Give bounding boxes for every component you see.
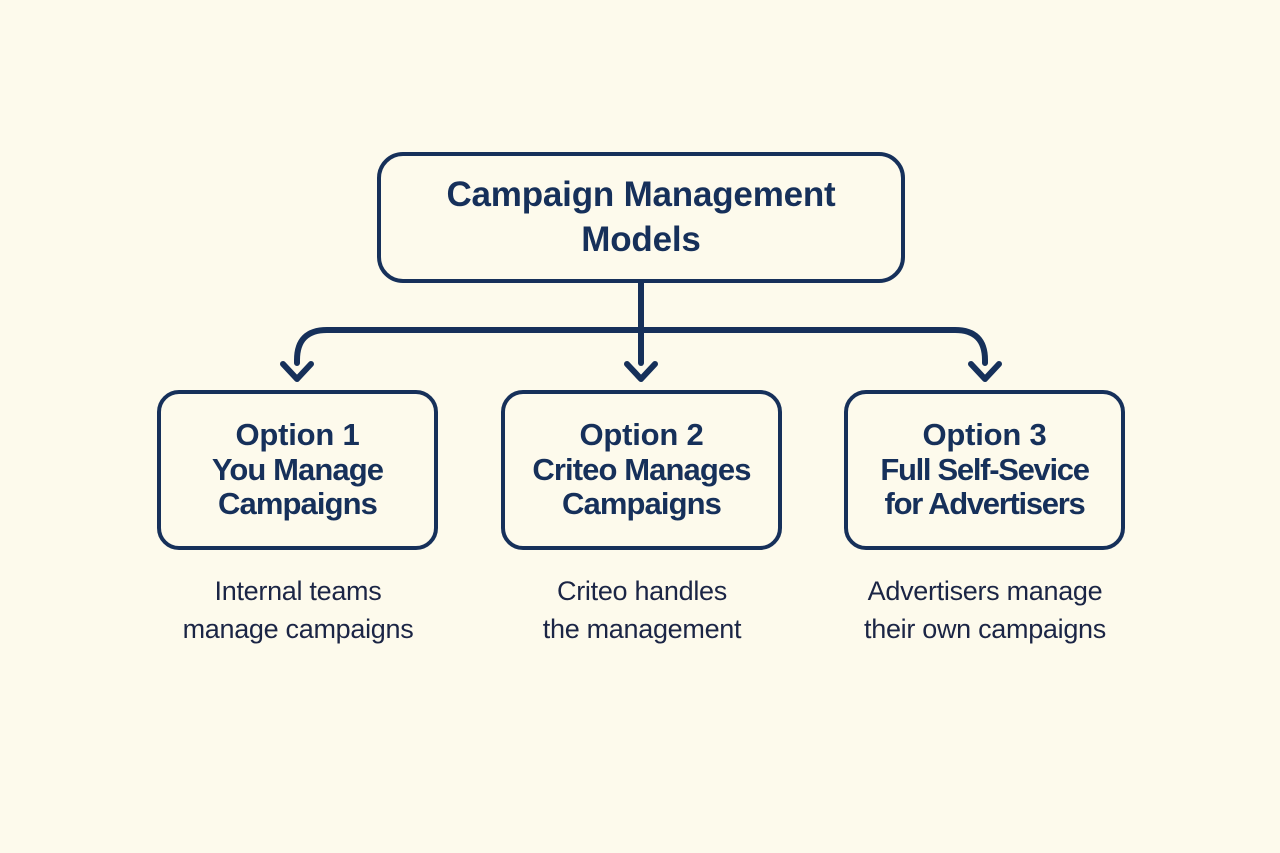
option-node-3-title: Full Self-Sevice for Advertisers [880, 451, 1090, 522]
option-node-3: Option 3 Full Self-Sevice for Advertiser… [844, 390, 1125, 550]
arrowhead-center [624, 361, 658, 382]
root-node: Campaign Management Models [377, 152, 905, 283]
option-caption-1: Internal teams manage campaigns [182, 576, 414, 645]
connector-bus-right [638, 327, 988, 366]
option-node-3-kicker: Option 3 [922, 416, 1047, 452]
option-caption-3: Advertisers manage their own campaigns [864, 576, 1106, 645]
option-node-1-kicker: Option 1 [235, 416, 360, 452]
option-caption-2: Criteo handles the management [542, 576, 742, 645]
option-node-2-kicker: Option 2 [579, 416, 704, 452]
root-node-title: Campaign Management Models [446, 174, 836, 259]
arrowhead-left [280, 361, 314, 382]
option-node-1: Option 1 You Manage Campaigns [157, 390, 438, 550]
option-node-2: Option 2 Criteo Manages Campaigns [501, 390, 782, 550]
connector-bus-left [294, 327, 644, 366]
arrowhead-right [968, 361, 1002, 382]
option-node-1-title: You Manage Campaigns [211, 451, 384, 522]
option-node-2-title: Criteo Manages Campaigns [532, 451, 751, 522]
